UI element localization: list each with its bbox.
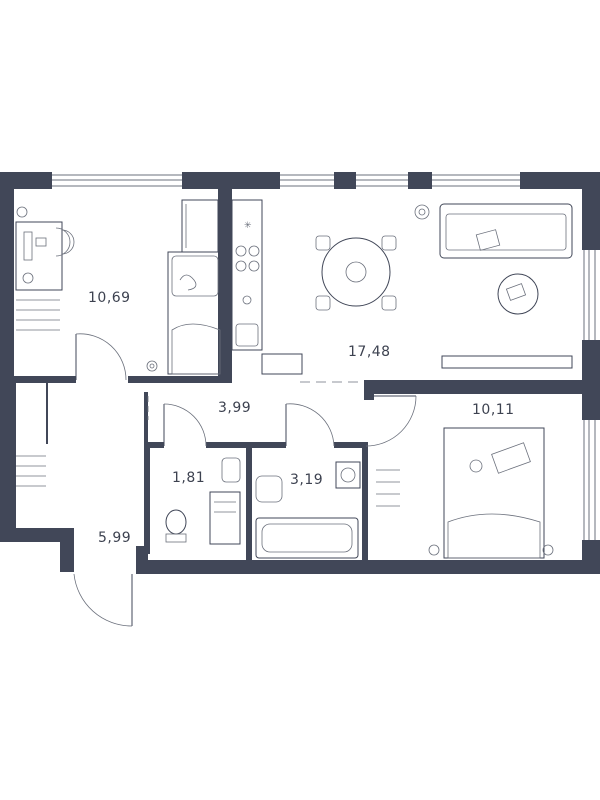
area-label-bedroom-right: 10,11 bbox=[472, 402, 515, 418]
sink-icon bbox=[221, 457, 241, 483]
window-icon bbox=[583, 250, 596, 340]
radiator-icon bbox=[16, 455, 46, 487]
desk-icon bbox=[15, 206, 75, 291]
kitchen-counter: ✳ bbox=[231, 199, 263, 351]
windows bbox=[52, 174, 596, 540]
tv-stand bbox=[441, 355, 573, 369]
area-labels: 10,69 17,48 3,99 10,11 1,81 3,19 5,99 bbox=[88, 290, 515, 546]
sink-icon bbox=[235, 295, 259, 347]
plant-icon bbox=[146, 360, 158, 372]
toilet-icon bbox=[165, 509, 187, 543]
area-label-living-kitchen: 17,48 bbox=[348, 344, 391, 360]
door-swing-icon bbox=[75, 333, 127, 381]
window-icon bbox=[583, 420, 596, 540]
dining-table-icon bbox=[315, 235, 397, 311]
doors bbox=[73, 333, 417, 627]
coffee-table bbox=[497, 273, 539, 315]
bathtub-icon bbox=[255, 517, 359, 559]
area-label-bathroom: 3,19 bbox=[290, 472, 323, 488]
window-icon bbox=[356, 174, 408, 187]
washing-machine-icon bbox=[209, 491, 241, 545]
bed-icon bbox=[167, 251, 223, 375]
sink-icon bbox=[255, 475, 283, 503]
bed-icon bbox=[443, 427, 545, 559]
door-swing-icon bbox=[163, 403, 207, 447]
radiator-icon bbox=[16, 299, 60, 331]
plant-icon bbox=[428, 544, 554, 556]
fridge bbox=[261, 353, 303, 375]
walls bbox=[0, 172, 600, 574]
door-swing-icon bbox=[73, 573, 133, 627]
washing-machine-icon bbox=[335, 461, 361, 489]
plant-icon bbox=[414, 204, 430, 220]
area-label-bedroom-left: 10,69 bbox=[88, 290, 131, 306]
door-swing-icon bbox=[285, 403, 335, 447]
window-icon bbox=[432, 174, 520, 187]
door-swing-icon bbox=[365, 395, 417, 447]
wardrobe bbox=[181, 199, 219, 253]
stove-icon bbox=[235, 245, 260, 272]
vent-icon: ✳ bbox=[244, 220, 252, 230]
radiator-icon bbox=[376, 469, 400, 507]
area-label-toilet: 1,81 bbox=[172, 470, 205, 486]
sofa-icon bbox=[439, 203, 573, 259]
area-label-hallway: 5,99 bbox=[98, 530, 131, 546]
window-icon bbox=[52, 174, 182, 187]
window-icon bbox=[280, 174, 334, 187]
area-label-corridor: 3,99 bbox=[218, 400, 251, 416]
